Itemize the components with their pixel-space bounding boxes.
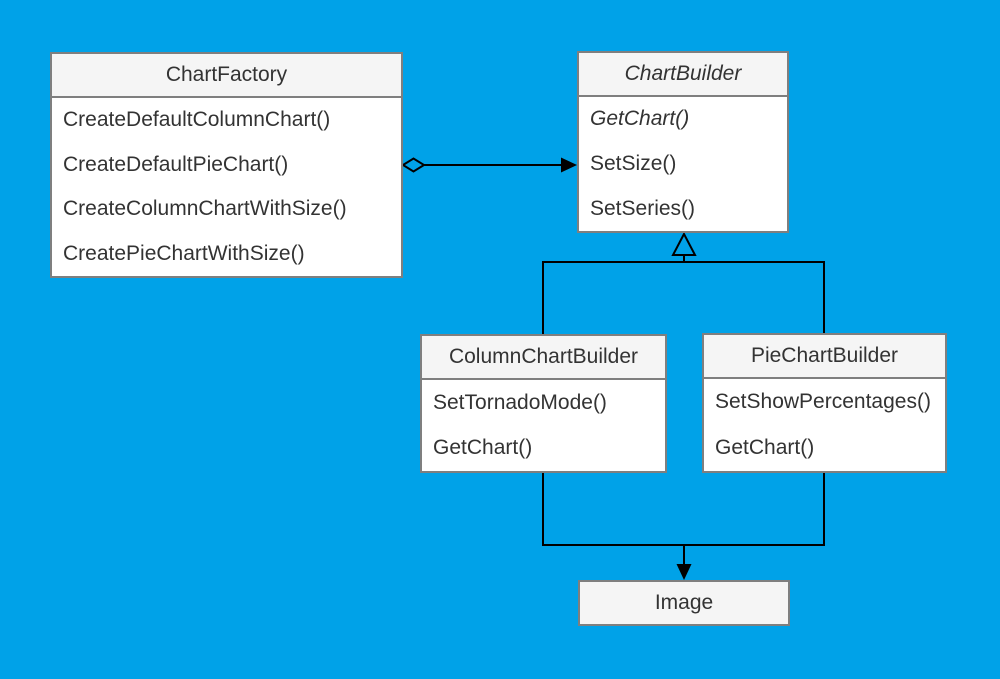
class-header: ChartFactory [52, 54, 401, 98]
class-body: GetChart() SetSize() SetSeries() [579, 97, 787, 231]
method: CreatePieChartWithSize() [63, 241, 305, 265]
method: CreateColumnChartWithSize() [63, 197, 347, 221]
arrowhead-icon [676, 564, 692, 580]
class-title: ColumnChartBuilder [448, 345, 639, 368]
method: SetShowPercentages() [715, 390, 931, 413]
node-title: Image [654, 591, 714, 614]
class-body: SetShowPercentages() GetChart() [704, 379, 945, 471]
class-title: ChartBuilder [624, 62, 742, 85]
method: GetChart() [715, 436, 815, 459]
inheritance-triangle-icon [671, 231, 697, 256]
method: CreateDefaultPieChart() [63, 152, 289, 176]
class-header: ColumnChartBuilder [422, 336, 665, 380]
node-image: Image [578, 580, 790, 626]
class-body: SetTornadoMode() GetChart() [422, 380, 665, 471]
class-column-chart-builder: ColumnChartBuilder SetTornadoMode() GetC… [420, 334, 667, 473]
class-pie-chart-builder: PieChartBuilder SetShowPercentages() Get… [702, 333, 947, 473]
method: SetTornadoMode() [433, 390, 607, 414]
class-header: PieChartBuilder [704, 335, 945, 379]
method: SetSize() [590, 152, 677, 175]
inheritance-branch-edge [542, 261, 825, 334]
class-title: PieChartBuilder [750, 344, 899, 367]
arrowhead-icon [561, 157, 577, 173]
output-merge-edge [542, 473, 825, 546]
class-chart-builder: ChartBuilder GetChart() SetSize() SetSer… [577, 51, 789, 233]
class-body: CreateDefaultColumnChart() CreateDefault… [52, 98, 401, 276]
method: GetChart() [590, 107, 690, 131]
method: CreateDefaultColumnChart() [63, 108, 331, 132]
method: GetChart() [433, 436, 533, 460]
aggregation-diamond-icon [401, 157, 426, 173]
class-header: ChartBuilder [579, 53, 787, 97]
class-chart-factory: ChartFactory CreateDefaultColumnChart() … [50, 52, 403, 278]
method: SetSeries() [590, 196, 696, 220]
class-title: ChartFactory [165, 63, 288, 86]
